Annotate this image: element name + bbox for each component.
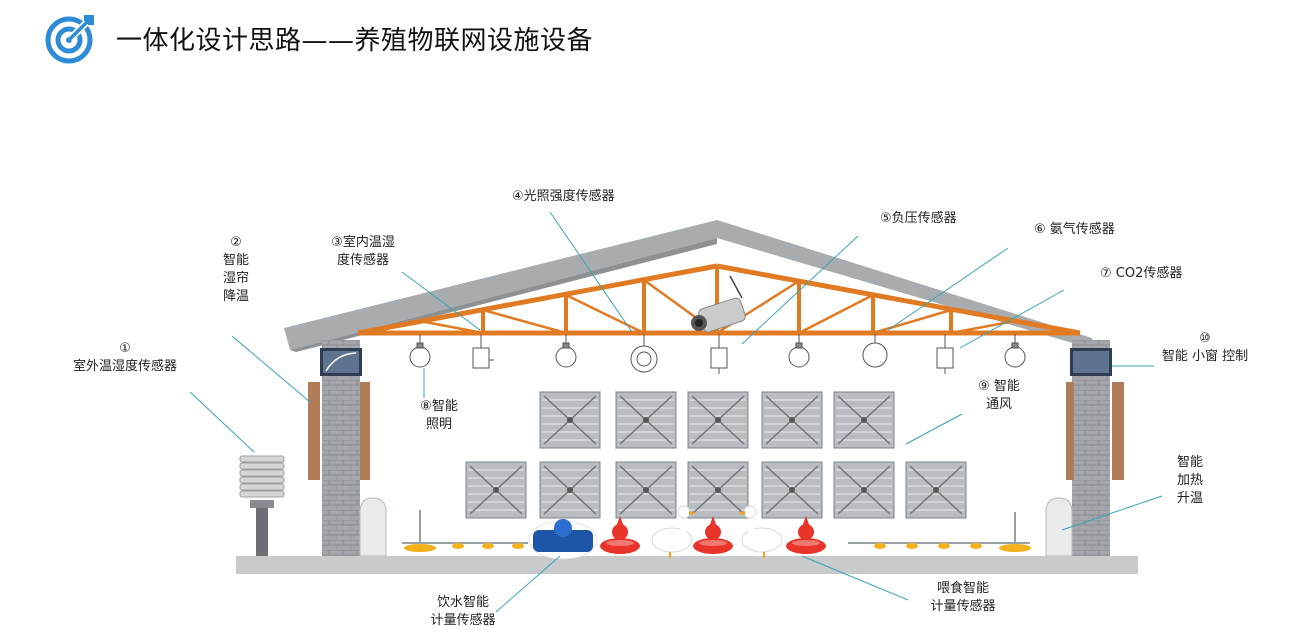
left-wall	[322, 340, 360, 558]
fan-icon	[687, 461, 749, 519]
wet-curtain-left-inner	[360, 382, 370, 480]
target-arrow-icon	[45, 15, 94, 64]
wet-curtain-right-inner	[1066, 382, 1074, 480]
label-window: ⑩ 智能 小窗 控制	[1161, 331, 1249, 364]
pressure-sensor-box	[710, 334, 728, 374]
indoor-sensor-box	[472, 334, 494, 369]
heater-right	[1045, 497, 1073, 557]
fan-icon	[833, 391, 895, 449]
label-ammonia-sensor: ⑥ 氨气传感器	[1034, 222, 1115, 237]
fan-icon	[539, 461, 601, 519]
light-bulb	[788, 334, 810, 368]
fan-icon	[615, 461, 677, 519]
light-bulb	[555, 334, 577, 368]
roof-truss	[357, 263, 1081, 336]
label-co2-sensor: ⑦ CO2传感器	[1100, 266, 1183, 281]
page-title: 一体化设计思路——养殖物联网设施设备	[116, 25, 594, 56]
drinker-line-right	[848, 512, 1031, 552]
window-unit-left	[320, 348, 362, 376]
label-heating: 智能 加热 升温	[1176, 455, 1203, 506]
label-light-sensor: ④光照强度传感器	[512, 189, 615, 204]
window-unit-right	[1070, 348, 1112, 376]
label-feed-meter: 喂食智能 计量传感器	[930, 581, 996, 614]
wet-curtain-right-outer	[1112, 382, 1124, 480]
fan-icon	[687, 391, 749, 449]
co2-sensor-box	[936, 334, 954, 374]
drinker-line-left	[402, 510, 528, 552]
feeder-icon	[786, 516, 826, 554]
label-outdoor-sensor: ① 室外温湿度传感器	[72, 341, 177, 374]
label-water-meter: 饮水智能 计量传感器	[430, 595, 496, 628]
fan-icon	[905, 461, 967, 519]
exhaust-fans	[465, 391, 967, 519]
label-indoor-sensor: ③室内温湿 度传感器	[331, 235, 395, 268]
light-bulb	[409, 334, 431, 368]
label-ventilation: ⑨ 智能 通风	[978, 379, 1020, 412]
fan-icon	[539, 391, 601, 449]
feeder-icon	[600, 516, 640, 554]
label-pressure-sensor: ⑤负压传感器	[880, 211, 957, 226]
feeders	[600, 516, 826, 554]
outdoor-sensor	[239, 455, 285, 556]
feeder-icon	[693, 516, 733, 554]
light-sensor	[630, 334, 658, 373]
fan-icon	[833, 461, 895, 519]
camera-icon	[691, 275, 746, 333]
hanging-devices	[409, 334, 1026, 374]
right-wall	[1072, 340, 1110, 558]
wet-curtain-left-outer	[308, 382, 320, 480]
water-meter	[528, 519, 598, 560]
floor-slab	[236, 556, 1138, 574]
light-bulb	[1004, 334, 1026, 368]
fan-icon	[761, 391, 823, 449]
fan-icon	[615, 391, 677, 449]
label-lighting: ⑧智能 照明	[420, 399, 458, 432]
duck	[651, 505, 696, 558]
header: 一体化设计思路——养殖物联网设施设备	[44, 10, 593, 66]
label-wet-curtain: ② 智能 湿帘 降温	[222, 235, 249, 304]
duck	[738, 505, 783, 558]
heater-left	[359, 497, 387, 557]
leader-lines	[189, 211, 1163, 613]
fan-icon	[761, 461, 823, 519]
ammonia-sensor	[862, 334, 888, 368]
fan-icon	[465, 461, 527, 519]
